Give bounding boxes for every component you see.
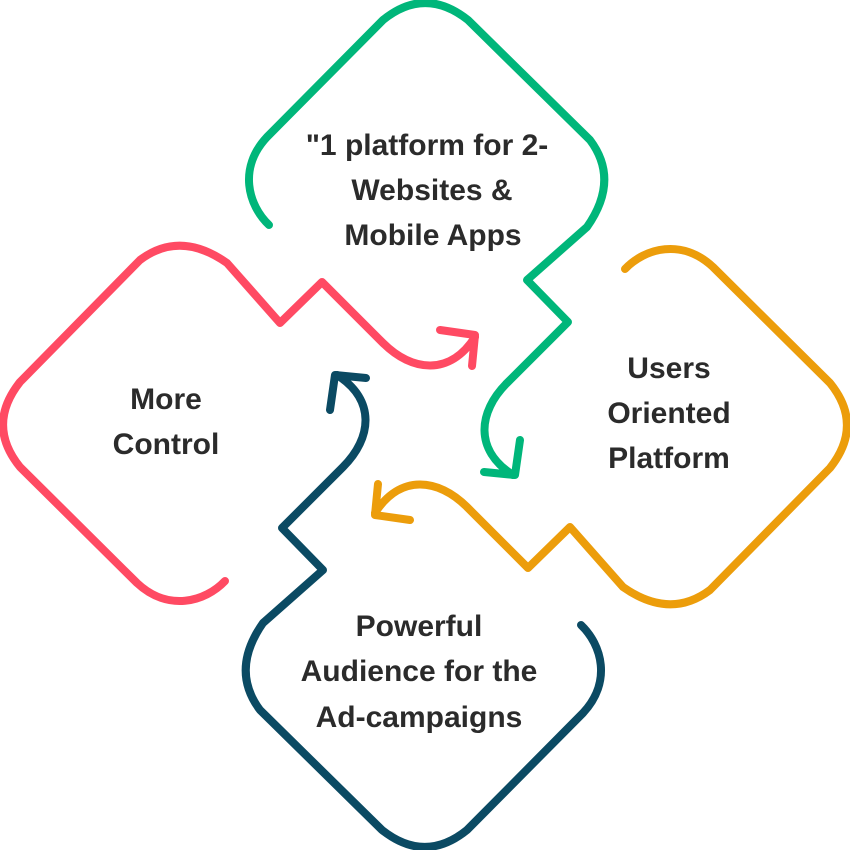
node-platform-label: "1 platform for 2- Websites & Mobile App… [306, 129, 549, 252]
node-control-label: More Control [113, 383, 220, 461]
label-line: Ad-campaigns [316, 701, 523, 734]
node-audience-label: Powerful Audience for the Ad-campaigns [301, 610, 538, 734]
label-line: Oriented [607, 397, 730, 430]
node-users-label: Users Oriented Platform [607, 352, 730, 475]
label-line: "1 platform for 2- [306, 129, 549, 162]
label-line: Users [627, 352, 710, 385]
label-line: Powerful [356, 610, 483, 643]
loop-control [3, 246, 475, 601]
label-line: Mobile Apps [344, 219, 521, 252]
label-line: Audience for the [301, 655, 538, 688]
label-line: Platform [608, 442, 730, 475]
label-line: Control [113, 428, 220, 461]
label-line: More [130, 383, 202, 416]
label-line: Websites & [351, 174, 512, 207]
